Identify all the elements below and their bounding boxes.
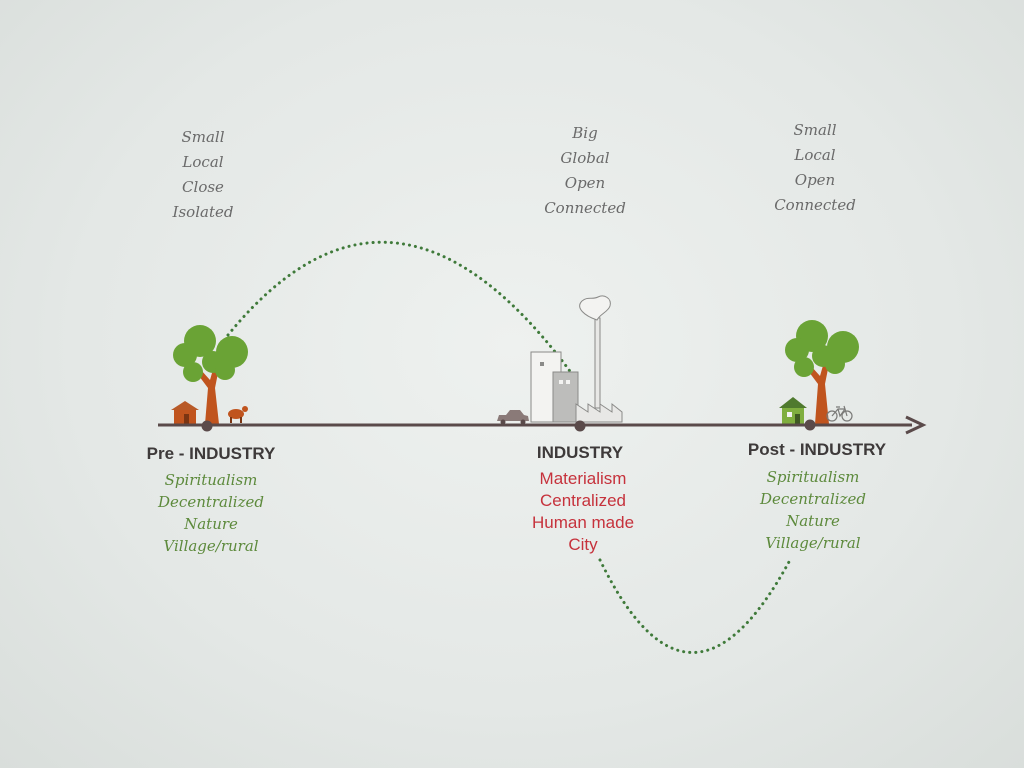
trait: Global	[560, 149, 610, 167]
timeline-arrowhead	[905, 415, 927, 435]
timeline-marker-post	[804, 419, 816, 431]
factory-icon	[530, 295, 623, 423]
value-item: Decentralized	[760, 490, 866, 508]
car-icon	[497, 410, 529, 425]
tree-icon	[173, 325, 248, 424]
trait: Connected	[774, 196, 856, 214]
tree-icon	[785, 320, 859, 424]
industry-traits: Big Global Open Connected	[525, 121, 645, 221]
post-industry-traits: Small Local Open Connected	[755, 118, 875, 218]
value-item: Nature	[786, 512, 840, 530]
trait: Local	[182, 153, 224, 171]
value-item: Spiritualism	[164, 471, 258, 489]
trait: Small	[181, 128, 225, 146]
timeline-marker-industry	[574, 420, 586, 432]
value-item: Centralized	[540, 491, 626, 510]
goat-icon	[228, 406, 248, 423]
value-item: Village/rural	[765, 534, 861, 552]
industry-values: Materialism Centralized Human made City	[503, 468, 663, 556]
trait: Isolated	[172, 203, 234, 221]
stage-title-post-industry: Post - INDUSTRY	[747, 440, 887, 459]
lower-dotted-arc	[598, 558, 792, 654]
timeline-marker-pre	[201, 420, 213, 432]
trait: Close	[182, 178, 224, 196]
pre-industry-values: Spiritualism Decentralized Nature Villag…	[131, 469, 291, 557]
hut-icon	[171, 401, 199, 424]
value-item: Materialism	[539, 469, 627, 488]
value-item: Decentralized	[158, 493, 264, 511]
value-item: Human made	[531, 513, 635, 532]
stage-title-industry: INDUSTRY	[536, 443, 624, 462]
house-icon	[779, 397, 807, 424]
trait: Open	[794, 171, 836, 189]
trait: Local	[794, 146, 836, 164]
upper-dotted-arc	[226, 240, 577, 380]
post-industry-values: Spiritualism Decentralized Nature Villag…	[733, 466, 893, 554]
value-item: Spiritualism	[766, 468, 860, 486]
value-item: Nature	[184, 515, 238, 533]
trait: Small	[793, 121, 837, 139]
stage-title-pre-industry: Pre - INDUSTRY	[146, 444, 276, 463]
bicycle-icon	[826, 405, 853, 422]
value-item: Village/rural	[163, 537, 259, 555]
pre-industry-traits: Small Local Close Isolated	[143, 125, 263, 225]
trait: Big	[572, 124, 598, 142]
value-item: City	[568, 535, 598, 554]
trait: Connected	[544, 199, 626, 217]
trait: Open	[564, 174, 606, 192]
